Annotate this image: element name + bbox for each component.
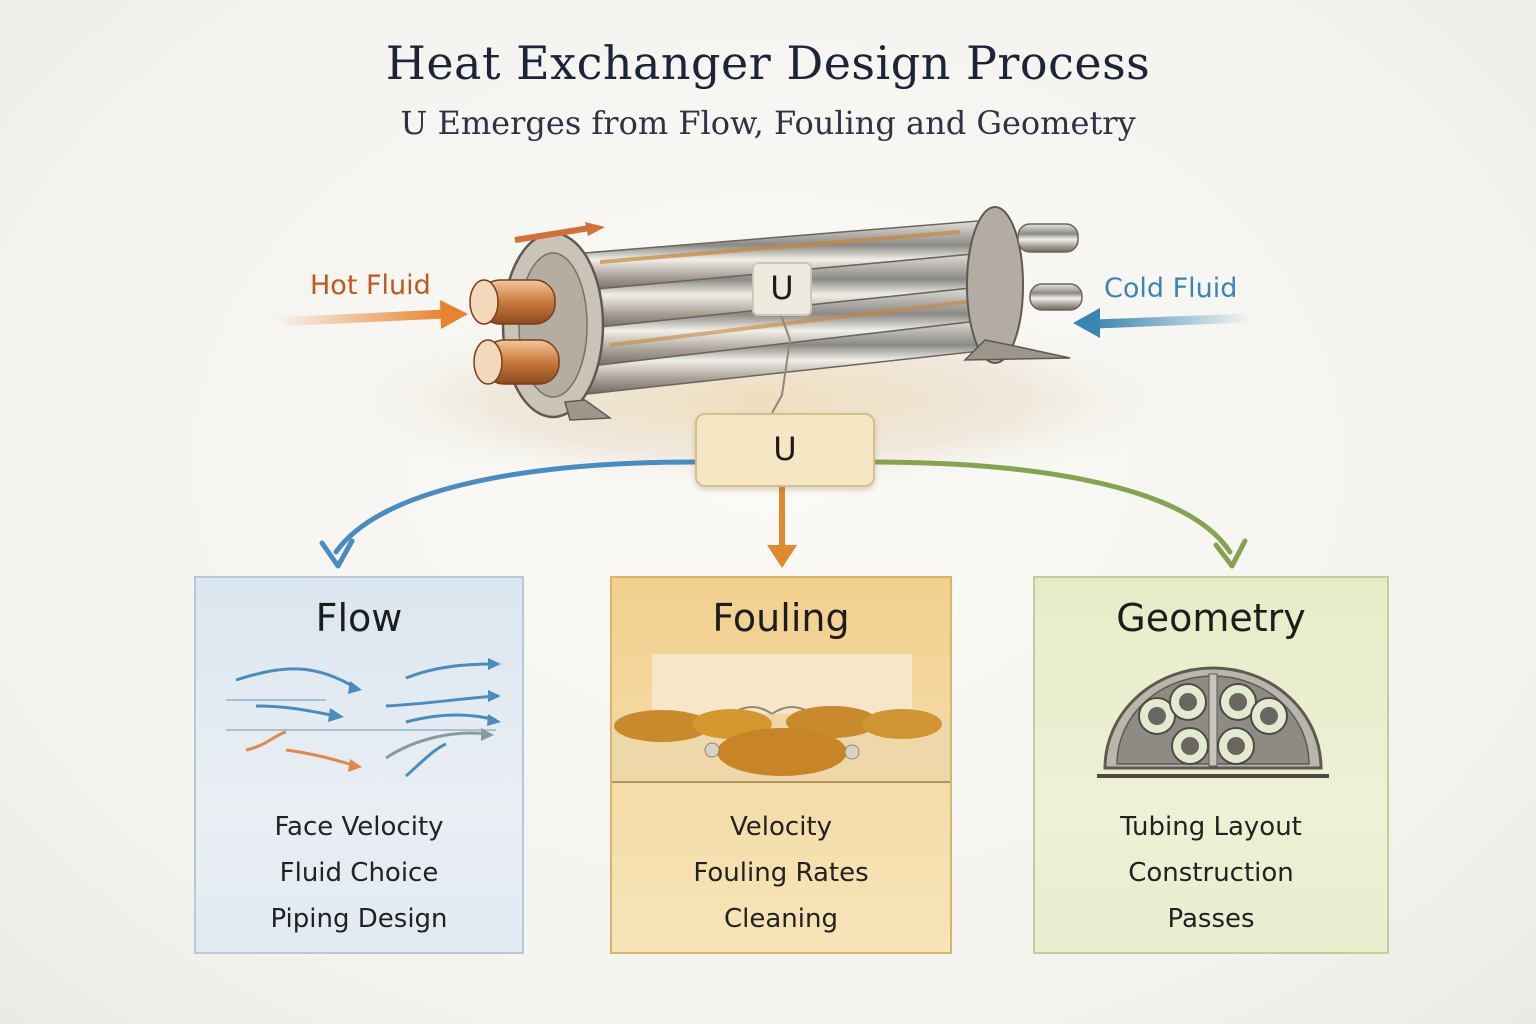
branch-geometry <box>868 459 1233 555</box>
card-flow-title: Flow <box>315 596 403 640</box>
page-subtitle: U Emerges from Flow, Fouling and Geometr… <box>400 104 1136 142</box>
card-fouling-title: Fouling <box>712 596 850 640</box>
card-geometry-item: Tubing Layout <box>1120 812 1302 842</box>
card-geometry-item: Passes <box>1167 904 1255 934</box>
tube-sheet-icon <box>1097 666 1329 778</box>
branch-flow <box>333 459 698 555</box>
card-flow-item: Fluid Choice <box>279 858 439 888</box>
card-flow: Flow Face Velocity Fluid Choice Piping D… <box>194 576 524 954</box>
card-geometry: Geometry Tubing Layout Construction Pass… <box>1033 576 1389 954</box>
card-flow-item: Face Velocity <box>274 812 444 842</box>
left-support <box>564 399 613 421</box>
fouling-deposit-icon <box>612 654 950 784</box>
right-nozzle-bottom <box>1029 283 1083 311</box>
page-title: Heat Exchanger Design Process <box>385 36 1151 90</box>
card-fouling-item: Fouling Rates <box>693 858 869 888</box>
card-flow-item: Piping Design <box>270 904 448 934</box>
right-nozzle-top <box>1017 223 1079 253</box>
top-flow-arrow <box>514 225 591 243</box>
card-geometry-item: Construction <box>1128 858 1294 888</box>
card-fouling-item: Velocity <box>730 812 832 842</box>
right-flange <box>966 206 1024 364</box>
cold-fluid-arrow <box>1073 308 1255 338</box>
card-fouling: Fouling Velocity Fouling Rates Cleaning <box>610 576 952 954</box>
u-connector <box>771 311 792 414</box>
hot-fluid-label: Hot Fluid <box>310 270 431 301</box>
card-fouling-items: Velocity Fouling Rates Cleaning <box>612 804 950 942</box>
u-tag-exchanger: U <box>752 262 812 316</box>
copper-inlets <box>469 279 560 385</box>
card-geometry-items: Tubing Layout Construction Passes <box>1035 804 1387 942</box>
flow-streamlines-icon <box>226 658 501 778</box>
card-geometry-title: Geometry <box>1116 596 1306 640</box>
card-flow-items: Face Velocity Fluid Choice Piping Design <box>196 804 522 942</box>
u-hub: U <box>695 413 875 487</box>
card-fouling-item: Cleaning <box>724 904 838 934</box>
hot-fluid-arrow <box>270 300 468 329</box>
cold-fluid-label: Cold Fluid <box>1104 273 1238 304</box>
right-support <box>963 339 1071 361</box>
